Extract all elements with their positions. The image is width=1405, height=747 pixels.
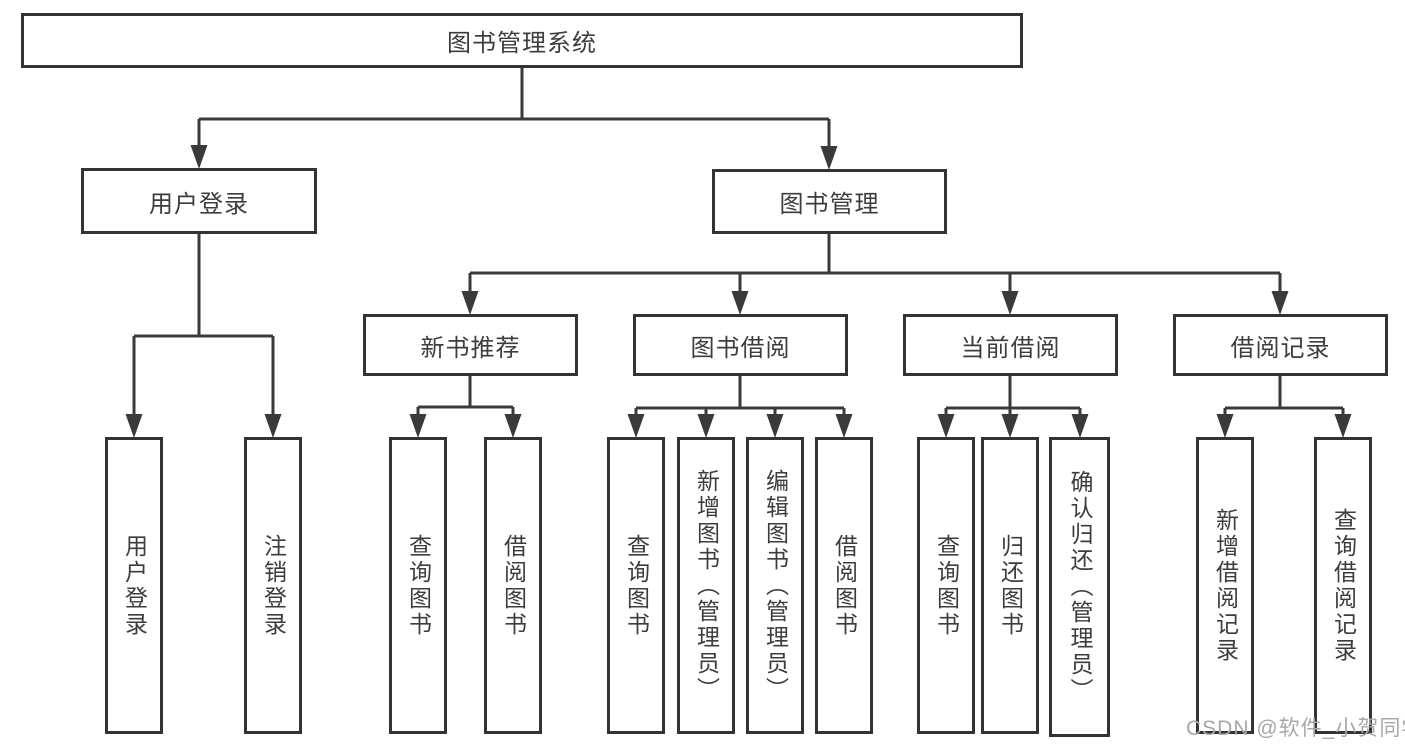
node-label: 查询借阅记录	[1330, 507, 1357, 664]
node-label: 归还图书	[997, 533, 1024, 638]
node-label: 查询图书	[623, 533, 650, 638]
node-label: 借阅图书	[500, 533, 527, 638]
node-book-borrowing: 图书借阅	[633, 314, 848, 376]
leaf-query-borrowing-record: 查询借阅记录	[1314, 437, 1372, 734]
leaf-add-borrowing-record: 新增借阅记录	[1196, 437, 1254, 734]
node-label: 借阅图书	[831, 533, 858, 638]
leaf-query-books-borrowing: 查询图书	[607, 437, 665, 734]
node-label: 当前借阅	[960, 334, 1061, 362]
node-label: 新书推荐	[420, 334, 521, 362]
node-label: 查询图书	[933, 533, 960, 638]
leaf-edit-books-admin: 编辑图书（管理员）	[746, 437, 804, 734]
node-book-management: 图书管理	[712, 169, 947, 234]
leaf-return-books: 归还图书	[981, 437, 1039, 734]
node-label: 图书借阅	[690, 334, 791, 362]
leaf-user-login: 用户登录	[105, 437, 163, 734]
node-label: 新增图书（管理员）	[693, 468, 720, 703]
node-label: 新增借阅记录	[1212, 507, 1239, 664]
node-label: 图书管理	[779, 191, 880, 218]
node-borrowing-records: 借阅记录	[1173, 314, 1388, 376]
node-label: 确认归还（管理员）	[1067, 470, 1093, 704]
node-new-book-recommendation: 新书推荐	[363, 314, 578, 376]
csdn-watermark: CSDN @软件_小贺同学	[1186, 717, 1405, 740]
node-label: 用户登录	[121, 533, 148, 638]
node-label: 图书管理系统	[447, 30, 597, 57]
leaf-query-books-recommend: 查询图书	[389, 437, 447, 734]
node-label: 编辑图书（管理员）	[762, 468, 789, 703]
leaf-borrow-books: 借阅图书	[815, 437, 873, 734]
leaf-query-books-current: 查询图书	[917, 437, 975, 734]
node-user-login-module: 用户登录	[81, 168, 317, 234]
node-library-management-system: 图书管理系统	[21, 13, 1023, 68]
node-current-borrowing: 当前借阅	[903, 314, 1118, 376]
leaf-add-books-admin: 新增图书（管理员）	[677, 437, 735, 734]
leaf-borrow-books-recommend: 借阅图书	[484, 437, 542, 734]
leaf-confirm-return-admin: 确认归还（管理员）	[1049, 437, 1110, 737]
node-label: 查询图书	[405, 533, 432, 638]
node-label: 注销登录	[260, 533, 287, 638]
node-label: 用户登录	[149, 190, 249, 218]
node-label: 借阅记录	[1230, 334, 1331, 362]
leaf-logout: 注销登录	[244, 437, 302, 734]
